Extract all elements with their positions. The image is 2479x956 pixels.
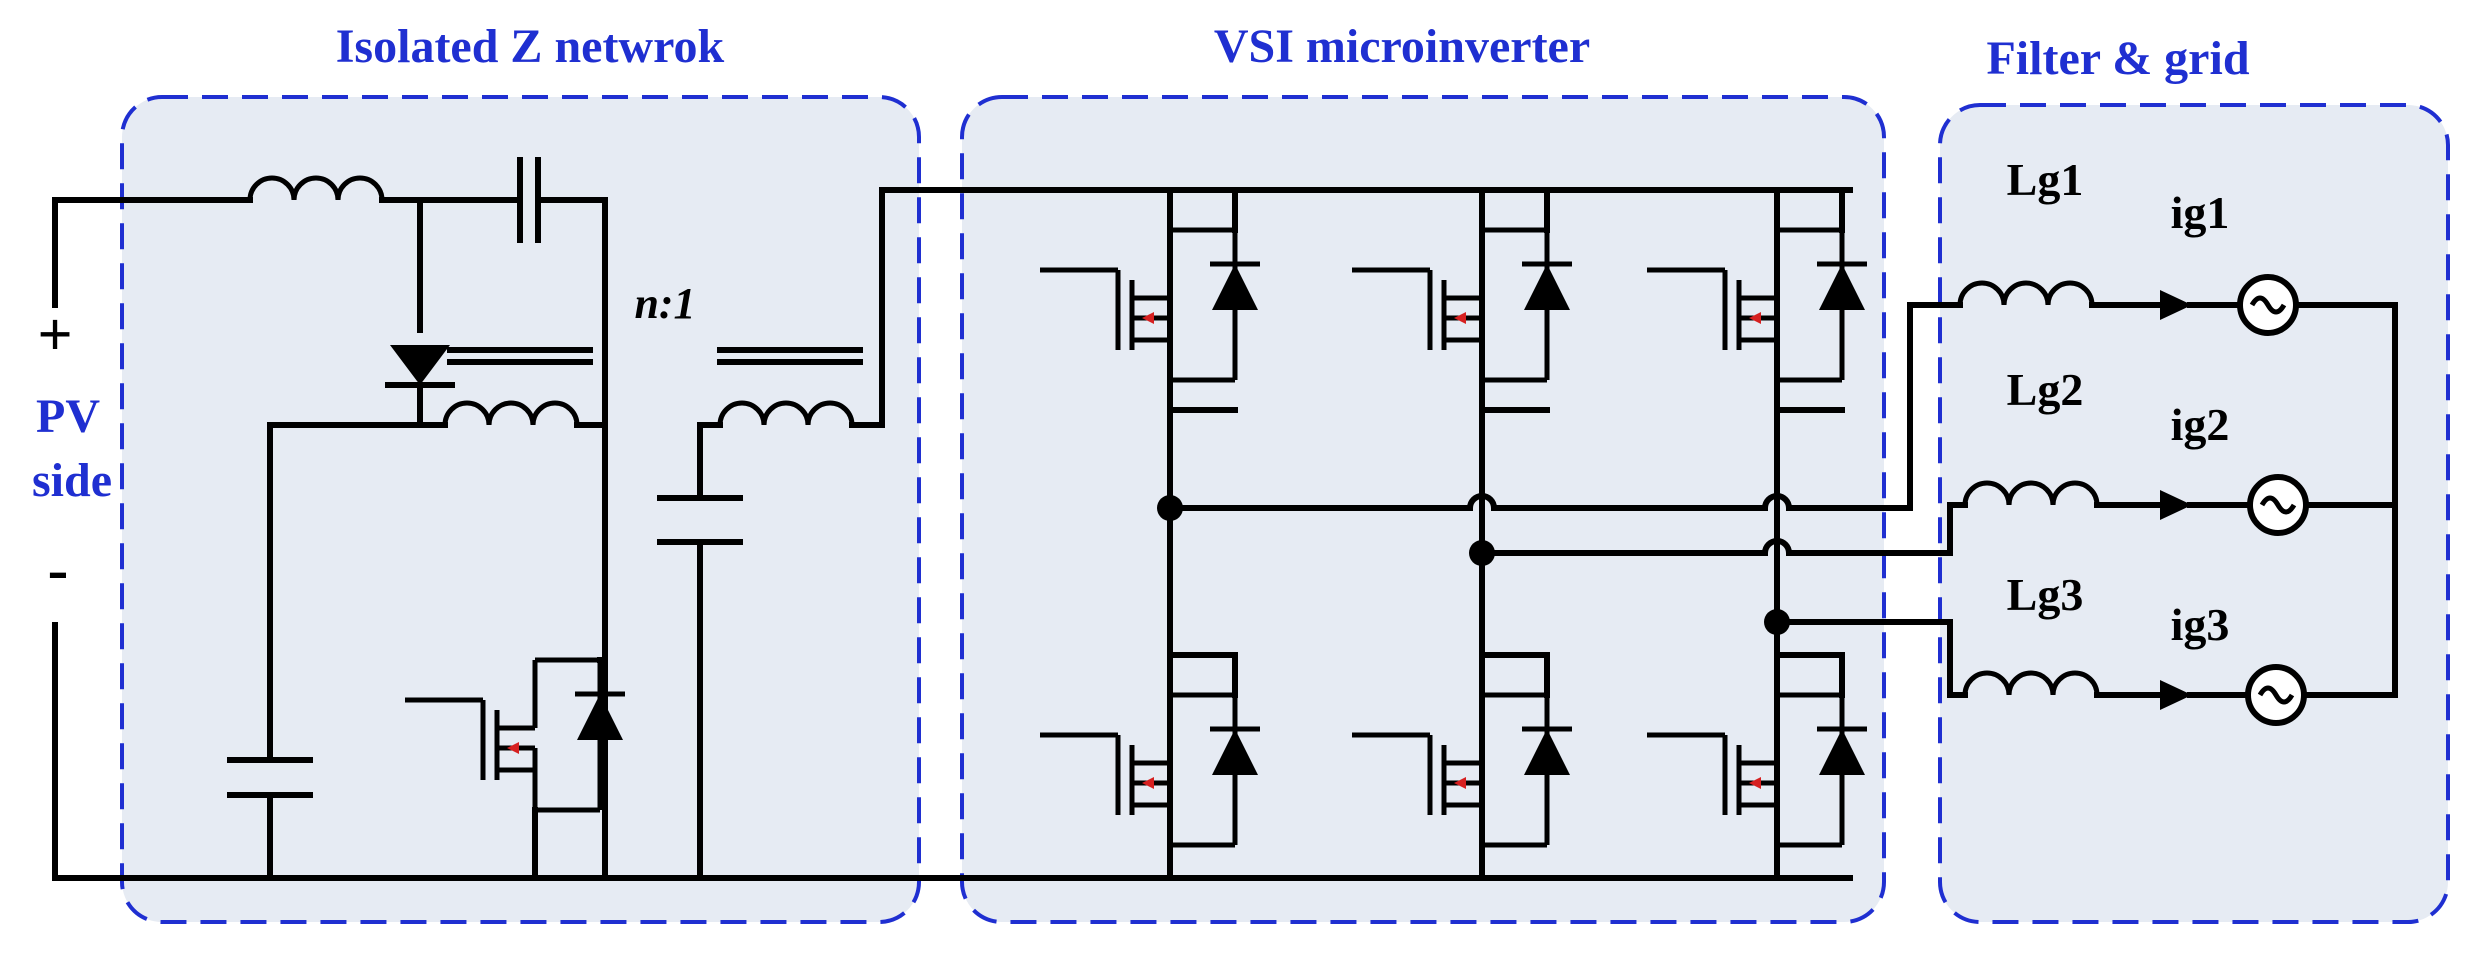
label-ig1: ig1 — [2171, 187, 2230, 238]
vsi-bridge — [1040, 187, 1953, 881]
filter-box — [1938, 103, 2450, 924]
section-title-filter: Filter & grid — [1986, 32, 2249, 85]
label-lg2: Lg2 — [2007, 364, 2084, 415]
pv-plus-sign: + — [37, 301, 72, 369]
label-ig2: ig2 — [2171, 399, 2230, 450]
pv-label: PV — [36, 390, 100, 443]
label-ig3: ig3 — [2171, 599, 2230, 650]
section-title-vsi: VSI microinverter — [1214, 20, 1590, 73]
pv-minus-sign: - — [48, 536, 69, 604]
section-title-z-network: Isolated Z netwrok — [336, 20, 725, 73]
grid-source-3 — [2248, 667, 2304, 723]
pv-side-label: side — [32, 454, 112, 507]
z-diode — [390, 345, 450, 385]
grid-source-1 — [2240, 277, 2296, 333]
label-lg1: Lg1 — [2007, 154, 2084, 205]
filter-grid-circuit — [1907, 277, 2398, 723]
pv-source — [52, 197, 253, 881]
grid-source-2 — [2250, 477, 2306, 533]
z-network-circuit — [52, 157, 1853, 881]
label-lg3: Lg3 — [2007, 569, 2084, 620]
z-network-box — [120, 95, 921, 924]
transformer-ratio: n:1 — [634, 279, 695, 328]
